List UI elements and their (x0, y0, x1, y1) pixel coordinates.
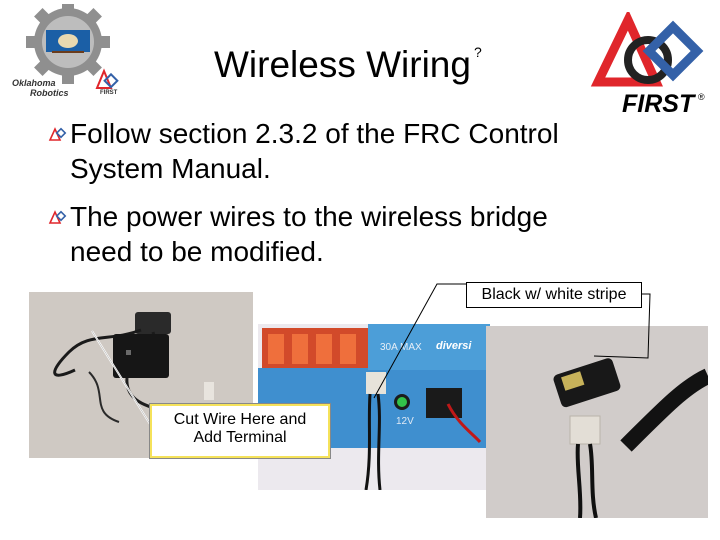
first-registered-mark: ® (698, 92, 705, 102)
oklahoma-logo-first: FIRST (100, 90, 118, 96)
oklahoma-robotics-logo: Oklahoma Robotics FIRST (8, 0, 128, 104)
bullet-1-line1: Follow section 2.3.2 of the FRC Control (70, 118, 559, 149)
cut-wire-callout-line1: Cut Wire Here and (173, 411, 307, 428)
first-emblem-icon (590, 9, 704, 87)
cut-wire-callout: Cut Wire Here and Add Terminal (150, 404, 330, 458)
first-logo: FIRST ® (586, 9, 712, 120)
bullet-2-line2: need to be modified. (70, 236, 324, 267)
oklahoma-logo-line2: Robotics (30, 88, 69, 98)
breaker-rating-label: 30A MAX (380, 342, 422, 353)
voltage-label: 12V (396, 416, 414, 427)
cut-wire-callout-line2: Add Terminal (193, 429, 287, 446)
bullet-1-line2: System Manual. (70, 153, 271, 184)
power-distribution-image (258, 324, 490, 490)
slide-title-text: Wireless Wiring (214, 44, 471, 85)
barrel-plug-image (486, 326, 708, 518)
slide-title: Wireless Wiring? (214, 44, 482, 86)
bullet-2-line1: The power wires to the wireless bridge (70, 201, 548, 232)
slide-title-marker: ? (473, 44, 482, 60)
gear-logo-icon (26, 0, 119, 89)
bullet-item-2: The power wires to the wireless bridge n… (48, 199, 658, 271)
oklahoma-logo-line1: Oklahoma (12, 78, 56, 88)
first-wordmark: FIRST (622, 90, 695, 118)
barrel-plug-photo (486, 326, 708, 518)
first-bullet-icon (48, 127, 67, 141)
power-distribution-photo: 30A MAX diversi 12V (258, 324, 490, 490)
first-bullet-icon (48, 210, 67, 224)
pdb-brand-label: diversi (436, 340, 472, 352)
bullet-item-1: Follow section 2.3.2 of the FRC Control … (48, 116, 658, 188)
wire-color-callout: Black w/ white stripe (466, 282, 642, 308)
